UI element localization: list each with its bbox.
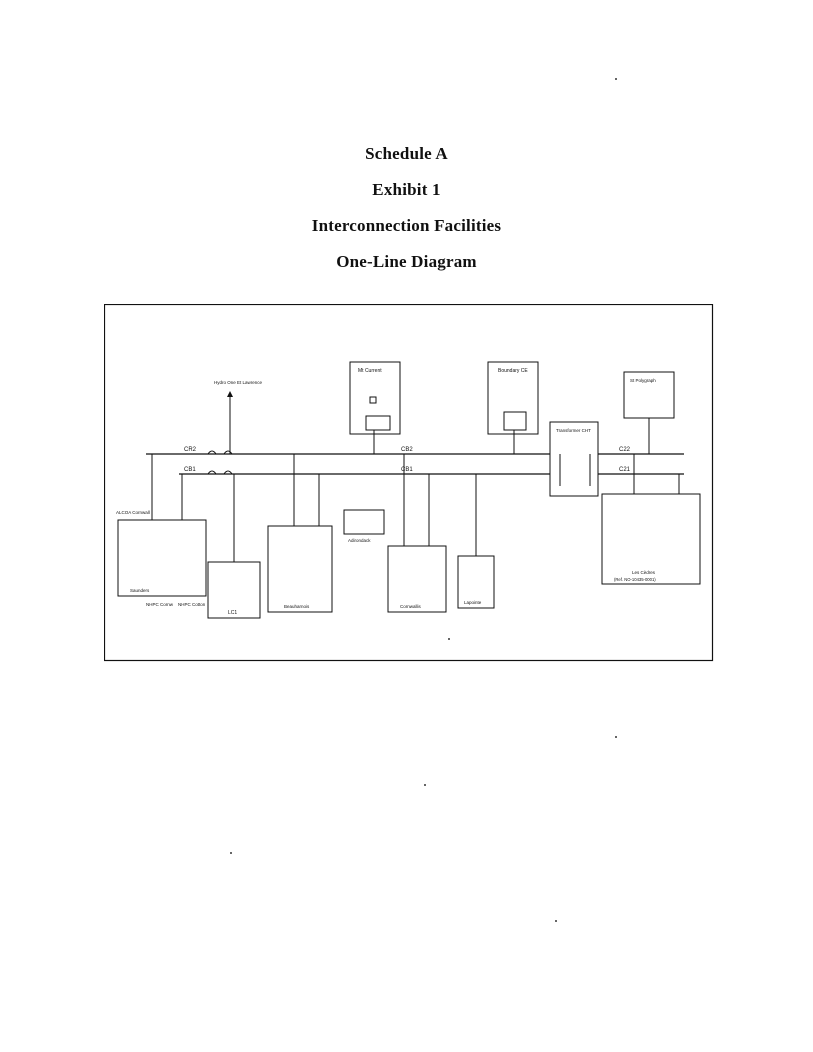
label-alcoa: ALCOA Cornwall: [116, 510, 150, 515]
box-beauharnois: [267, 525, 333, 613]
box-polygraph: [623, 371, 675, 419]
label-saunders: Saunders: [130, 588, 150, 593]
label-lapointe: Lapointe: [464, 600, 482, 605]
bus-label-c22: C22: [619, 447, 631, 453]
bus-breaker-lower: [207, 470, 233, 475]
label-adirondack: Adirondack: [348, 538, 371, 543]
title-diagram: One-Line Diagram: [336, 252, 477, 271]
box-transformer-label: Transformer CHT: [556, 428, 591, 433]
scan-speck: [615, 736, 617, 738]
title-block: Schedule A Exhibit 1 Interconnection Fac…: [0, 136, 813, 280]
label-lc1: LC1: [228, 610, 237, 616]
title-facilities: Interconnection Facilities: [311, 216, 502, 235]
box-mt-current: [349, 361, 401, 435]
transformer-symbol: [503, 411, 527, 431]
box-lapointe: [457, 555, 495, 609]
label-les-cedres-ref: (Ref. NO-10435-0001): [614, 577, 656, 582]
box-saunders: [117, 519, 207, 597]
box-polygraph-label: St Polygraph: [630, 378, 656, 383]
label-beauharnois: Beauharnois: [284, 604, 310, 609]
title-schedule: Schedule A: [365, 144, 448, 163]
box-boundary: [487, 361, 539, 435]
label-nhpc-cornw: NHPC Cornw: [146, 602, 174, 607]
diagram-frame: [104, 304, 714, 662]
box-transformer: [549, 421, 599, 497]
transformer-symbol: [365, 415, 391, 431]
scan-speck: [448, 638, 450, 640]
scan-speck: [230, 852, 232, 854]
bus-label-c21: C21: [619, 467, 631, 473]
bus-label-cb1-left: CB1: [184, 467, 196, 473]
arrow-up-icon: [227, 391, 233, 397]
label-nhpc-cotton: NHPC Cotton: [178, 602, 206, 607]
label-les-cedres: Les Cèdres: [632, 570, 656, 575]
one-line-diagram: CR2 CB1 CB2 CB1 C22 C21 Hydro One Et Law…: [104, 304, 714, 662]
box-cornwallis: [387, 545, 447, 613]
box-lc1: [207, 561, 261, 619]
box-mt-current-label: Mt Current: [358, 368, 382, 374]
box-adirondack: [343, 509, 385, 535]
bus-label-cb2: CB2: [401, 447, 413, 453]
feed-label-hydro: Hydro One Et Lawrence: [214, 380, 263, 385]
box-les-cedres: [601, 493, 701, 585]
title-exhibit: Exhibit 1: [372, 180, 441, 199]
box-boundary-label: Boundary CE: [498, 368, 528, 374]
scan-speck: [424, 784, 426, 786]
bus-breaker-upper: [207, 450, 233, 455]
scan-speck: [615, 78, 617, 80]
label-cornwallis: Cornwallis: [400, 604, 422, 609]
bus-label-cr2: CR2: [184, 447, 197, 453]
breaker-symbol: [369, 396, 377, 404]
bus-label-cb1-mid: CB1: [401, 467, 413, 473]
scan-speck: [555, 920, 557, 922]
